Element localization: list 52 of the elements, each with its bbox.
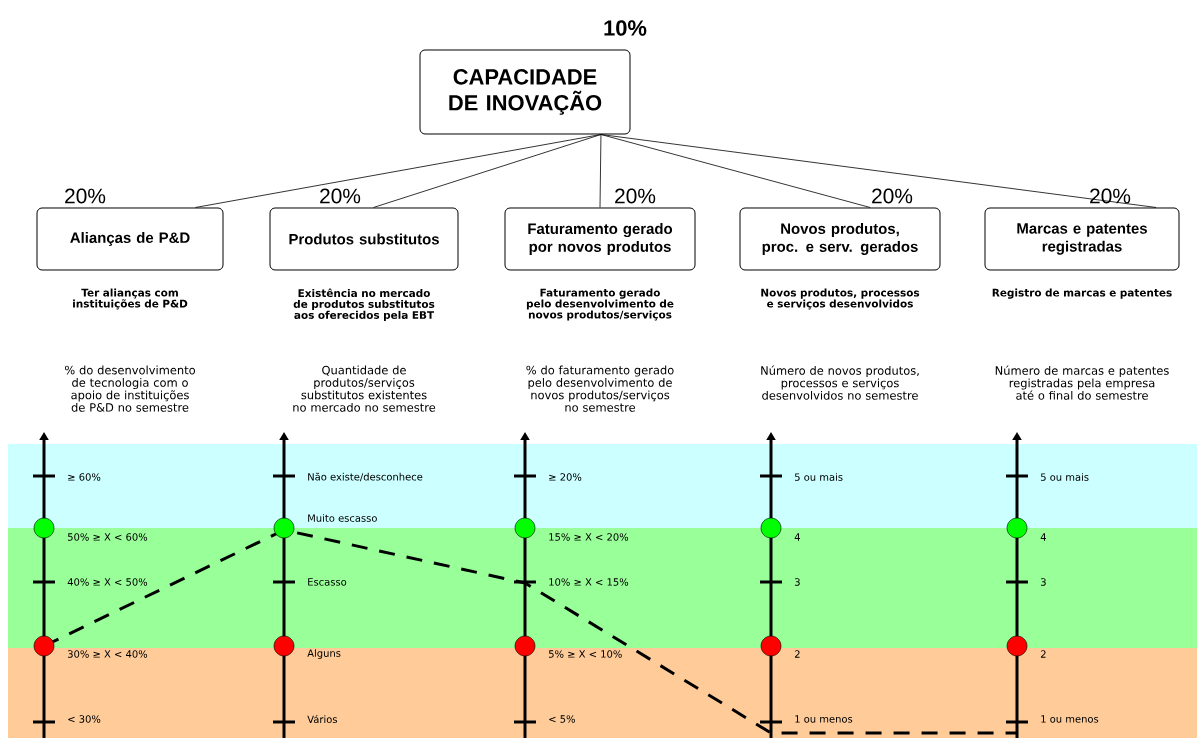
criterion-description: Ter alianças com instituições de P&D <box>73 288 188 310</box>
scale-label: 3 <box>794 578 800 586</box>
indicator-text: % do desenvolvimento de tecnologia com o apoio de instituições de P&D no semestre <box>65 365 196 412</box>
indicator-text: % do faturamento gerado pelo desenvolvimento de novos produtos/serviços no semestre <box>526 365 674 412</box>
scale-label: Escasso <box>308 578 347 586</box>
scale-label: < 30% <box>68 715 101 723</box>
scale-label: 4 <box>794 533 800 541</box>
scale-label: 5% ≥ X < 10% <box>548 650 622 658</box>
weight-label: 20% <box>65 188 106 204</box>
scale-label: 5 ou mais <box>794 473 843 481</box>
scale-label: 50% ≥ X < 60% <box>67 533 148 541</box>
criterion-box: Alianças de P&D <box>36 207 224 271</box>
scale-label: 1 ou menos <box>1041 715 1099 723</box>
scale-label: 15% ≥ X < 20% <box>549 533 629 541</box>
scale-label: 10% ≥ X < 15% <box>549 578 629 586</box>
connector-line <box>600 134 871 208</box>
scale-label: 5 ou mais <box>1040 473 1089 481</box>
scale-label: 30% ≥ X < 40% <box>67 650 148 658</box>
scale-label: Vários <box>307 714 338 724</box>
criterion-box: Novos produtos, proc. e serv. gerados <box>739 207 941 271</box>
indicator-text: Número de novos produtos, processos e serviços desenvolvidos no semestre <box>761 365 919 400</box>
criterion-box: Marcas e patentes registradas <box>984 207 1180 271</box>
criterion-description: Existência no mercado de produtos substitutos aos oferecidos pela EBT <box>293 288 435 321</box>
criterion-box: CAPACIDADE DE INOVAÇÃO <box>419 49 631 135</box>
criterion-description: Novos produtos, processos e serviços desenvolvidos <box>761 288 920 310</box>
criterion-description: Faturamento gerado pelo desenvolvimento de novos produtos/serviços <box>526 288 674 321</box>
scale-label: 2 <box>1040 650 1046 658</box>
criterion-box: Produtos substitutos <box>269 207 459 271</box>
scale-label: 40% ≥ X < 50% <box>67 578 148 586</box>
indicator-text: Quantidade de produtos/serviços substitutos existentes no mercado no semestre <box>293 365 436 412</box>
connector-line <box>599 134 602 208</box>
connector-line <box>195 134 602 208</box>
scale-label: 4 <box>1040 533 1046 541</box>
scale-label: ≥ 20% <box>549 473 582 481</box>
scale-label: Muito escasso <box>308 514 377 522</box>
criterion-description: Registro de marcas e patentes <box>992 288 1172 299</box>
scale-label: 1 ou menos <box>795 715 853 723</box>
connector-line <box>373 134 602 208</box>
weight-label: 10% <box>604 20 647 36</box>
scale-label: ≥ 60% <box>68 473 101 481</box>
scale-label: 2 <box>794 650 800 658</box>
scale-label: Alguns <box>307 649 341 659</box>
scale-label: Não existe/desconhece <box>308 472 423 482</box>
connector-line <box>600 134 1157 208</box>
weight-label: 20% <box>1090 188 1131 204</box>
scale-label: < 5% <box>549 715 575 723</box>
weight-label: 20% <box>320 188 361 204</box>
criterion-box: Faturamento gerado por novos produtos <box>504 207 696 271</box>
scale-label: 3 <box>1040 578 1046 586</box>
weight-label: 20% <box>872 188 913 204</box>
indicator-text: Número de marcas e patentes registradas pela empresa até o final do semestre <box>995 365 1169 400</box>
weight-label: 20% <box>615 188 656 204</box>
